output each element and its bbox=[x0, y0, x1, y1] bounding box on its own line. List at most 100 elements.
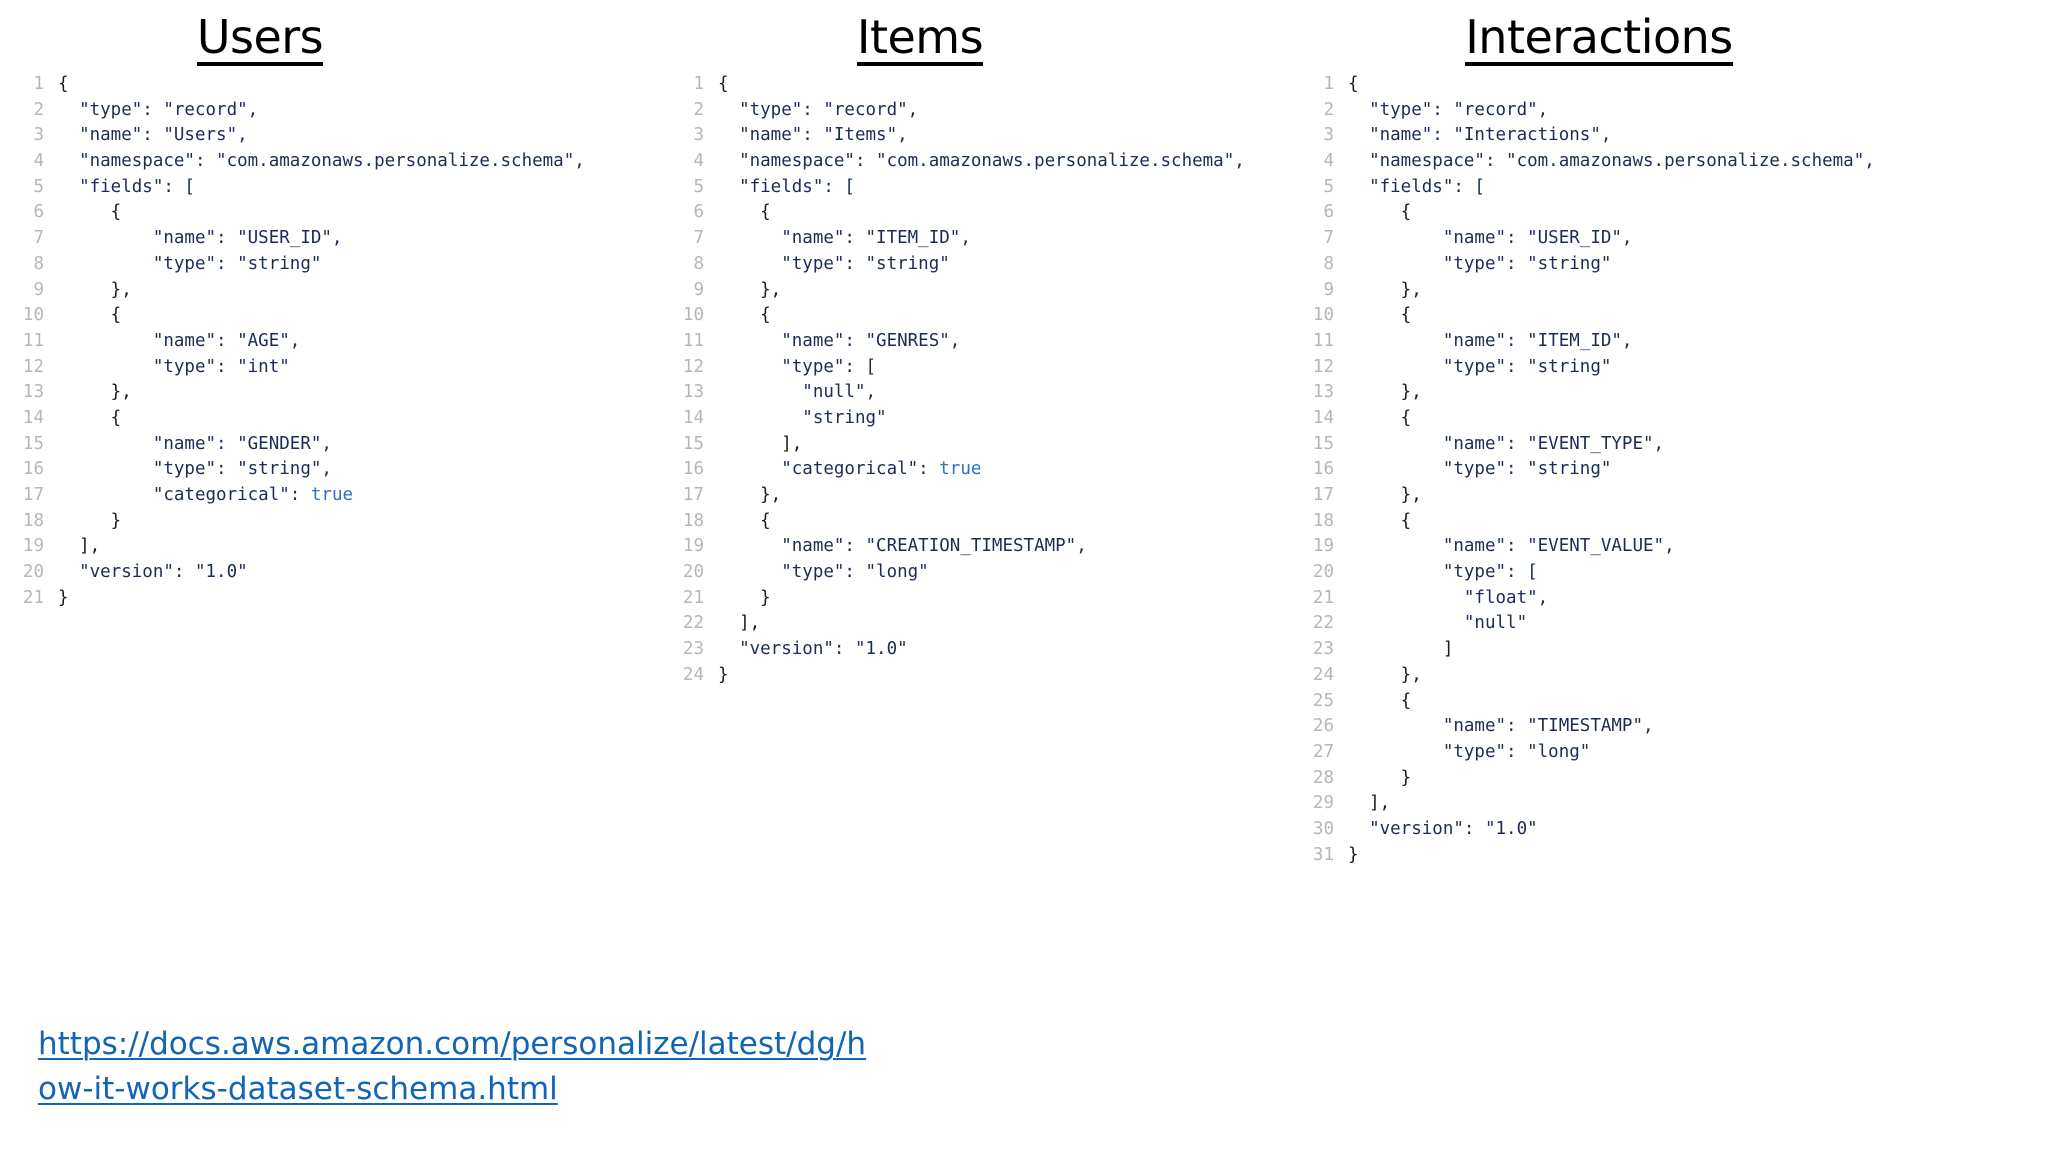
code-line-text: "name": "ITEM_ID", bbox=[1348, 330, 1633, 351]
code-line-text: } bbox=[718, 664, 729, 685]
code-line: 7 "name": "ITEM_ID", bbox=[660, 226, 1350, 252]
code-line-text: { bbox=[718, 305, 771, 326]
code-line: 19 "name": "EVENT_VALUE", bbox=[1290, 534, 2048, 560]
code-line: 29 ], bbox=[1290, 791, 2048, 817]
line-number: 1 bbox=[33, 74, 44, 94]
code-line-text: "type": "record", bbox=[718, 99, 919, 120]
code-line: 18 } bbox=[0, 509, 690, 535]
code-line: 1{ bbox=[0, 72, 690, 98]
line-number: 11 bbox=[22, 330, 44, 351]
code-line: 7 "name": "USER_ID", bbox=[1290, 226, 2048, 252]
code-line: 12 "type": "int" bbox=[0, 355, 690, 381]
code-line: 11 "name": "GENRES", bbox=[660, 329, 1350, 355]
line-number: 13 bbox=[22, 382, 44, 403]
code-line: 9 }, bbox=[1290, 278, 2048, 304]
code-line: 24 }, bbox=[1290, 663, 2048, 689]
code-line-text: "type": "long" bbox=[718, 562, 929, 583]
line-number: 11 bbox=[682, 330, 704, 351]
code-line-text: { bbox=[1348, 690, 1412, 711]
code-line-text: "version": "1.0" bbox=[58, 562, 248, 583]
line-number: 19 bbox=[682, 536, 704, 557]
code-line-text: }, bbox=[58, 279, 132, 300]
code-line: 8 "type": "string" bbox=[0, 252, 690, 278]
line-number: 10 bbox=[1312, 305, 1334, 326]
code-line-text: "name": "ITEM_ID", bbox=[718, 228, 971, 249]
code-line-text: } bbox=[58, 510, 122, 531]
code-line: 30 "version": "1.0" bbox=[1290, 817, 2048, 843]
code-line-text: } bbox=[718, 587, 771, 608]
line-number: 20 bbox=[22, 562, 44, 583]
code-line-text: "name": "CREATION_TIMESTAMP", bbox=[718, 536, 1087, 557]
line-number: 1 bbox=[1323, 74, 1334, 94]
column-title-items-text: Items bbox=[856, 10, 984, 66]
column-title-items: Items bbox=[660, 14, 1350, 66]
column-title-interactions-text: Interactions bbox=[1465, 10, 1733, 66]
code-line-text: "categorical": true bbox=[718, 459, 982, 480]
code-block-interactions: 1{2 "type": "record",3 "name": "Interact… bbox=[1290, 72, 2048, 868]
line-number: 12 bbox=[22, 356, 44, 377]
code-line: 23 ] bbox=[1290, 637, 2048, 663]
code-line-text: ], bbox=[1348, 793, 1391, 814]
line-number: 23 bbox=[682, 639, 704, 660]
code-line-text: }, bbox=[1348, 485, 1422, 505]
code-line-text: "namespace": "com.amazonaws.personalize.… bbox=[1348, 151, 1875, 172]
code-line: 17 "categorical": true bbox=[0, 483, 690, 509]
line-number: 15 bbox=[682, 433, 704, 454]
code-line: 10 { bbox=[660, 303, 1350, 329]
code-line: 16 "type": "string" bbox=[1290, 457, 2048, 483]
code-line: 14 { bbox=[0, 406, 690, 432]
line-number: 9 bbox=[33, 279, 44, 300]
line-number: 23 bbox=[1312, 639, 1334, 660]
code-line: 15 "name": "EVENT_TYPE", bbox=[1290, 432, 2048, 458]
code-line: 31} bbox=[1290, 843, 2048, 869]
code-line-text: }, bbox=[1348, 279, 1422, 300]
line-number: 27 bbox=[1312, 741, 1334, 762]
code-line-text: "name": "Interactions", bbox=[1348, 125, 1612, 146]
code-line-text: "type": [ bbox=[718, 356, 877, 377]
line-number: 24 bbox=[682, 664, 704, 685]
code-line: 17 }, bbox=[660, 483, 1350, 509]
code-line: 18 { bbox=[660, 509, 1350, 535]
code-line: 17 }, bbox=[1290, 483, 2048, 509]
code-line-text: "type": "record", bbox=[1348, 99, 1549, 120]
code-line: 6 { bbox=[660, 200, 1350, 226]
code-line: 9 }, bbox=[660, 278, 1350, 304]
line-number: 14 bbox=[22, 407, 44, 428]
line-number: 6 bbox=[1323, 202, 1334, 223]
code-line: 20 "version": "1.0" bbox=[0, 560, 690, 586]
code-line-text: "type": "int" bbox=[58, 356, 290, 377]
code-line: 3 "name": "Items", bbox=[660, 123, 1350, 149]
code-block-users: 1{2 "type": "record",3 "name": "Users",4… bbox=[0, 72, 690, 611]
code-line: 15 ], bbox=[660, 432, 1350, 458]
line-number: 24 bbox=[1312, 664, 1334, 685]
code-line: 16 "type": "string", bbox=[0, 457, 690, 483]
line-number: 11 bbox=[1312, 330, 1334, 351]
code-line-text: "type": "string", bbox=[58, 459, 332, 480]
code-line: 2 "type": "record", bbox=[660, 98, 1350, 124]
documentation-link[interactable]: https://docs.aws.amazon.com/personalize/… bbox=[38, 1026, 867, 1107]
line-number: 9 bbox=[1323, 279, 1334, 300]
code-line-text: "type": "string" bbox=[58, 253, 322, 274]
line-number: 19 bbox=[1312, 536, 1334, 557]
line-number: 22 bbox=[1312, 613, 1334, 634]
code-keyword: true bbox=[310, 485, 354, 505]
code-line-text: "name": "TIMESTAMP", bbox=[1348, 716, 1654, 737]
line-number: 18 bbox=[682, 510, 704, 531]
schema-column-interactions: Interactions 1{2 "type": "record",3 "nam… bbox=[1290, 0, 2048, 868]
line-number: 6 bbox=[693, 202, 704, 223]
line-number: 30 bbox=[1312, 818, 1334, 839]
line-number: 10 bbox=[22, 305, 44, 326]
code-line: 15 "name": "GENDER", bbox=[0, 432, 690, 458]
code-line-text: "fields": [ bbox=[718, 176, 855, 197]
code-line: 5 "fields": [ bbox=[1290, 175, 2048, 201]
line-number: 15 bbox=[22, 433, 44, 454]
code-line: 3 "name": "Interactions", bbox=[1290, 123, 2048, 149]
line-number: 28 bbox=[1312, 767, 1334, 788]
line-number: 9 bbox=[693, 279, 704, 300]
column-title-interactions: Interactions bbox=[1290, 14, 2048, 66]
code-line: 7 "name": "USER_ID", bbox=[0, 226, 690, 252]
code-line: 12 "type": "string" bbox=[1290, 355, 2048, 381]
line-number: 16 bbox=[682, 459, 704, 480]
code-line: 5 "fields": [ bbox=[0, 175, 690, 201]
line-number: 14 bbox=[682, 407, 704, 428]
